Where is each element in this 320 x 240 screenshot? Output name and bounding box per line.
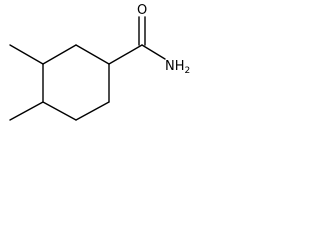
methyl-bond-upper — [9, 44, 44, 65]
methyl-bond-lower — [9, 101, 44, 121]
carbonyl-carbon-bond — [108, 44, 143, 65]
structure-canvas: O NH2 — [0, 0, 200, 134]
amide-nh-text: NH — [165, 59, 185, 74]
structure-svg: O NH2 — [9, 3, 190, 121]
ring-bond-6 — [75, 44, 110, 65]
ring-bond-2 — [75, 101, 110, 121]
amide-cn-bond — [141, 44, 166, 60]
amide-h-subscript: 2 — [185, 66, 191, 76]
amide-nitrogen-label: NH2 — [165, 59, 190, 76]
ring-bond-5 — [42, 44, 77, 65]
oxygen-label: O — [137, 3, 147, 18]
ring-bond-3 — [42, 101, 77, 121]
